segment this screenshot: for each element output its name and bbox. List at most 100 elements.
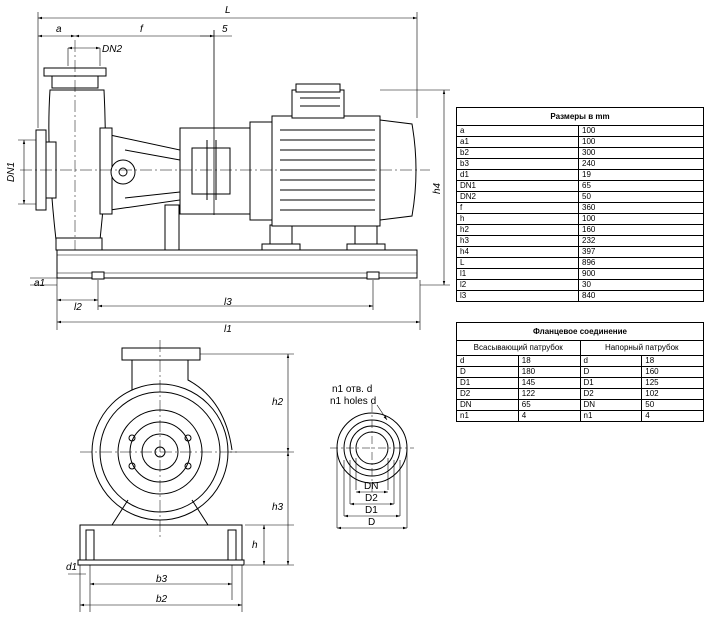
dimension-name: a1	[456, 136, 579, 148]
flange-cell-d-name: D1	[579, 377, 643, 389]
flange-cell-s-value: 65	[517, 399, 581, 411]
dim-d1: d1	[66, 562, 77, 573]
dim-a1: a1	[34, 278, 45, 289]
dimension-value: 30	[578, 279, 704, 291]
dimension-name: h3	[456, 235, 579, 247]
flange-cell-s-name: D1	[456, 377, 519, 389]
dim-l3: l3	[224, 297, 232, 308]
holes-label-ru: n1 отв. d	[332, 384, 372, 395]
front-base	[79, 524, 243, 566]
dimension-name: h2	[456, 224, 579, 236]
dimension-value: 900	[578, 268, 704, 280]
dimension-name: DN1	[456, 180, 579, 192]
dim-h: h	[252, 540, 258, 551]
flange-labels: n1 отв. d n1 holes d DN D2 D1 D	[330, 384, 378, 528]
dim-DN1: DN1	[6, 162, 17, 182]
flange-D: D	[368, 517, 375, 528]
flange-D2: D2	[365, 493, 378, 504]
flange-cell-d-value: 160	[641, 366, 704, 378]
dimension-name: h	[456, 213, 579, 225]
dimension-name: l3	[456, 290, 579, 302]
flange-cell-d-value: 125	[641, 377, 704, 389]
dimension-name: b2	[456, 147, 579, 159]
flange-cell-s-name: DN	[456, 399, 519, 411]
dimension-value: 300	[578, 147, 704, 159]
side-view	[20, 30, 430, 280]
dimension-value: 360	[578, 202, 704, 214]
flange-view	[330, 404, 414, 530]
dim-l1: l1	[224, 324, 232, 335]
flange-cell-s-value: 122	[517, 388, 581, 400]
flange-cell-s-value: 4	[517, 410, 581, 422]
dim-5: 5	[222, 24, 228, 35]
base-frame	[56, 249, 418, 279]
dimension-value: 896	[578, 257, 704, 269]
flange-cell-d-name: D2	[579, 388, 643, 400]
dimension-name: a	[456, 125, 579, 137]
side-dimension-labels: L a f 5 DN2 DN1 h4 a1 l2 l3 l1	[6, 5, 443, 335]
flange-table: Фланцевое соединение Всасывающий патрубо…	[456, 322, 704, 422]
flange-cell-s-value: 18	[517, 355, 581, 367]
dimension-value: 50	[578, 191, 704, 203]
dimension-name: l1	[456, 268, 579, 280]
flange-table-title: Фланцевое соединение	[456, 322, 704, 341]
dim-l2: l2	[74, 302, 82, 313]
dim-a: a	[56, 24, 62, 35]
dimension-name: f	[456, 202, 579, 214]
dimension-name: L	[456, 257, 579, 269]
holes-label-en: n1 holes d	[330, 396, 376, 407]
dimension-name: l2	[456, 279, 579, 291]
dim-h4: h4	[432, 182, 443, 194]
dim-L: L	[225, 5, 231, 16]
sizes-table-title: Размеры в mm	[456, 107, 704, 126]
flange-cell-s-name: n1	[456, 410, 519, 422]
flange-cell-d-value: 102	[641, 388, 704, 400]
front-dimensions	[68, 353, 294, 612]
dimension-value: 100	[578, 125, 704, 137]
flange-cell-s-value: 145	[517, 377, 581, 389]
flange-cell-d-name: D	[579, 366, 643, 378]
discharge-header: Напорный патрубок	[579, 340, 704, 356]
dimension-name: b3	[456, 158, 579, 170]
flange-cell-s-name: d	[456, 355, 519, 367]
flange-D1: D1	[365, 505, 378, 516]
motor	[249, 83, 417, 227]
flange-cell-s-value: 180	[517, 366, 581, 378]
dimension-value: 240	[578, 158, 704, 170]
flange-cell-d-value: 4	[641, 410, 704, 422]
dimension-name: d1	[456, 169, 579, 181]
dimension-value: 100	[578, 213, 704, 225]
dimension-value: 19	[578, 169, 704, 181]
dimension-value: 100	[578, 136, 704, 148]
front-view	[77, 340, 245, 566]
suction-header: Всасывающий патрубок	[456, 340, 581, 356]
side-dimensions	[18, 12, 450, 330]
flange-DN: DN	[364, 481, 378, 492]
coupling-guard	[179, 127, 251, 215]
dimension-value: 840	[578, 290, 704, 302]
dimension-name: h4	[456, 246, 579, 258]
flange-cell-d-name: d	[579, 355, 643, 367]
flange-cell-d-name: DN	[579, 399, 643, 411]
